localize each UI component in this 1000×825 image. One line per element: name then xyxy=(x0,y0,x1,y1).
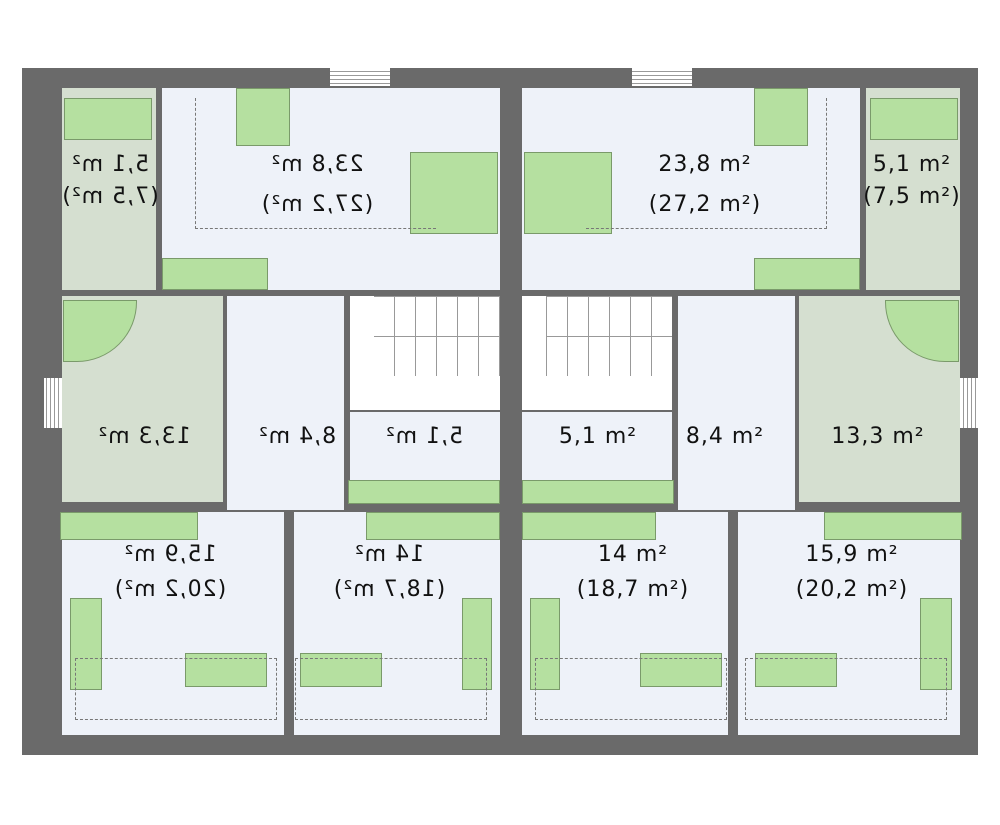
bed xyxy=(524,152,612,234)
roof-slope-line xyxy=(75,658,277,720)
bedroom-area: 23,8 m² xyxy=(658,152,752,177)
small-bath-area: 5,1 m² xyxy=(872,152,952,177)
small-bath-total-area: (7,5 m²) xyxy=(61,184,159,209)
room-a-total-area: (18,7 m²) xyxy=(576,577,690,602)
left-unit: 23,8 m² (27,2 m²) 5,1 m² (7,5 m²) 5,1 m²… xyxy=(22,68,500,755)
storage-area: 5,1 m² xyxy=(558,424,638,449)
window xyxy=(632,68,692,86)
wardrobe xyxy=(522,480,674,504)
wardrobe xyxy=(754,88,808,146)
hall xyxy=(227,296,344,510)
bathroom-area: 13,3 m² xyxy=(97,424,191,449)
window xyxy=(960,378,978,428)
small-bath-area: 5,1 m² xyxy=(70,152,150,177)
wardrobe xyxy=(754,258,860,290)
roof-slope-line xyxy=(535,658,727,720)
stair-steps xyxy=(546,296,672,376)
bathroom-area: 13,3 m² xyxy=(831,424,925,449)
wardrobe xyxy=(348,480,500,504)
room-a-total-area: (18,7 m²) xyxy=(332,577,446,602)
wardrobe xyxy=(366,512,500,540)
window xyxy=(44,378,62,428)
hall xyxy=(678,296,795,510)
wardrobe xyxy=(824,512,962,540)
room-a-area: 14 m² xyxy=(597,542,669,567)
room-b-area: 15,9 m² xyxy=(123,542,217,567)
bathtub xyxy=(870,98,958,140)
hall-area: 8,4 m² xyxy=(685,424,765,449)
room-b-area: 15,9 m² xyxy=(805,542,899,567)
wardrobe xyxy=(162,258,268,290)
storage-area: 5,1 m² xyxy=(384,424,464,449)
hall-area: 8,4 m² xyxy=(257,424,337,449)
bedroom-total-area: (27,2 m²) xyxy=(648,192,762,217)
bathtub xyxy=(64,98,152,140)
room-b-total-area: (20,2 m²) xyxy=(795,577,909,602)
room-a-area: 14 m² xyxy=(353,542,425,567)
bedroom-area: 23,8 m² xyxy=(270,152,364,177)
window xyxy=(330,68,390,86)
bedroom-total-area: (27,2 m²) xyxy=(260,192,374,217)
right-unit: 23,8 m² (27,2 m²) 5,1 m² (7,5 m²) 5,1 m²… xyxy=(500,68,978,755)
room-b-total-area: (20,2 m²) xyxy=(113,577,227,602)
roof-slope-line xyxy=(295,658,487,720)
wardrobe xyxy=(522,512,656,540)
wardrobe xyxy=(60,512,198,540)
roof-slope-line xyxy=(586,98,827,229)
roof-slope-line xyxy=(745,658,947,720)
stair-steps xyxy=(374,296,500,376)
small-bath-total-area: (7,5 m²) xyxy=(863,184,961,209)
